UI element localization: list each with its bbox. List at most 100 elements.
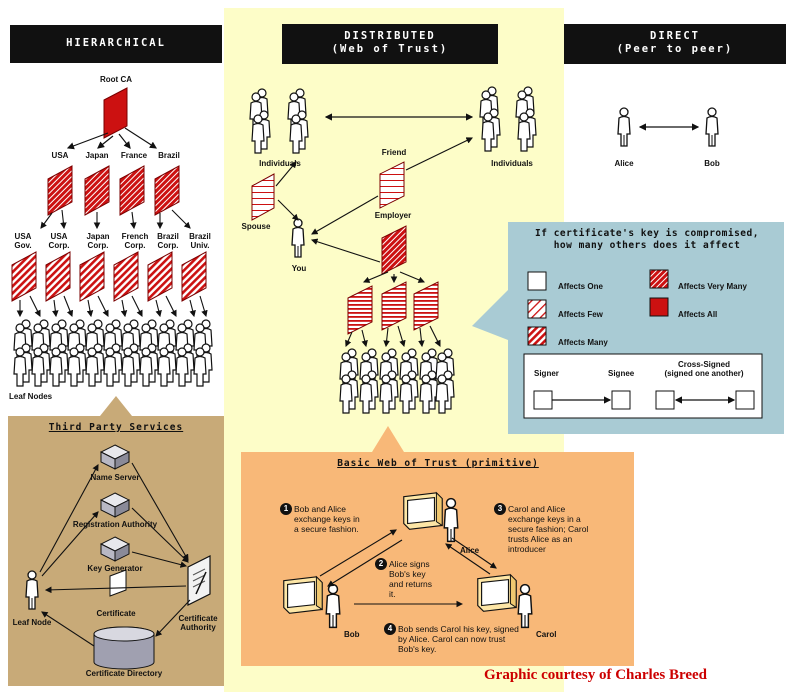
leaf-nodes-people — [13, 319, 213, 387]
basic-web-title: Basic Web of Trust (primitive) — [337, 458, 539, 469]
web-carol-label: Carol — [536, 630, 557, 639]
legend-title: If certificate's key is compromised, how… — [535, 228, 759, 251]
header-direct: DIRECT (Peer to peer) — [564, 24, 786, 64]
employees-people — [339, 348, 455, 414]
country-certificate — [84, 165, 110, 216]
header-hierarchical: HIERARCHICAL — [10, 25, 222, 63]
you-label: You — [291, 264, 307, 273]
certificate-icon — [109, 569, 127, 597]
individuals-left-label: Individuals — [259, 159, 301, 168]
root-ca-certificate — [103, 87, 128, 139]
country-label-japan: Japan — [85, 151, 109, 160]
step-1-badge: 1 — [280, 503, 292, 515]
header-distributed-line2: (Web of Trust) — [331, 43, 449, 55]
org-certificate — [11, 251, 37, 302]
employer-label: Employer — [374, 211, 412, 220]
country-label-brazil: Brazil — [158, 151, 180, 160]
legend-swatch-very-many — [649, 269, 669, 289]
third-party-graphics — [25, 444, 211, 670]
legend-signer: Signer — [534, 369, 559, 378]
legend-swatch-many — [527, 326, 547, 346]
individual-person — [481, 108, 501, 152]
registration-authority-label: Registration Authority — [72, 520, 158, 529]
employer-certificate — [381, 225, 407, 275]
individual-person — [251, 110, 271, 154]
distributed-graphics — [249, 86, 537, 452]
web-bob-label: Bob — [344, 630, 360, 639]
header-direct-line2: (Peer to peer) — [616, 43, 734, 55]
legend-signing-box — [523, 353, 763, 419]
country-certificate — [119, 165, 145, 216]
basic-web-panel — [241, 452, 634, 666]
org-certificate — [113, 251, 139, 302]
legend-graphics — [472, 269, 763, 419]
friend-certificate — [379, 161, 405, 209]
legend-affects-all: Affects All — [678, 310, 718, 319]
key-generator-icon — [100, 536, 130, 562]
legend-signee: Signee — [608, 369, 635, 378]
key-generator-label: Key Generator — [87, 564, 143, 573]
bob-computer-icon — [283, 576, 323, 614]
individual-person — [289, 110, 309, 154]
name-server-icon — [100, 444, 130, 470]
step-2-badge: 2 — [375, 558, 387, 570]
country-certificate — [154, 165, 180, 216]
credit-text: Graphic courtesy of Charles Breed — [484, 667, 708, 683]
bob-label: Bob — [704, 159, 720, 168]
spouse-certificate — [251, 173, 275, 221]
carol-computer-icon — [477, 574, 517, 612]
header-direct-line1: DIRECT — [650, 30, 700, 42]
legend-affects-few: Affects Few — [558, 310, 603, 319]
alice-label: Alice — [614, 159, 634, 168]
root-ca-label: Root CA — [100, 75, 132, 84]
leaf-nodes-label: Leaf Nodes — [9, 392, 53, 401]
org-certificate — [181, 251, 207, 302]
friend-label: Friend — [381, 148, 407, 157]
carol-web-person — [517, 583, 533, 629]
step-2-text: Alice signs Bob's key and returns it. — [389, 559, 432, 599]
legend-affects-many: Affects Many — [558, 338, 608, 347]
employee-certificate — [381, 281, 407, 331]
legend-swatch-few — [527, 299, 547, 319]
certificate-label: Certificate — [96, 609, 136, 618]
step-1-text: Bob and Alice exchange keys in a secure … — [294, 504, 360, 534]
header-distributed-line1: DISTRIBUTED — [344, 30, 436, 42]
certificate-directory-label: Certificate Directory — [85, 669, 163, 678]
certificate-authority-icon — [187, 555, 211, 606]
certificate-directory-icon — [93, 626, 155, 670]
hierarchical-tree — [11, 87, 213, 416]
legend-swatch-one — [527, 271, 547, 291]
alice-computer-icon — [403, 492, 443, 530]
basic-web-graphics — [283, 492, 533, 629]
individual-person — [517, 108, 537, 152]
alice-web-person — [443, 497, 459, 543]
name-server-label: Name Server — [90, 473, 140, 482]
legend-swatch-all — [649, 297, 669, 317]
header-distributed: DISTRIBUTED (Web of Trust) — [282, 24, 498, 64]
step-3-text: Carol and Alice exchange keys in a secur… — [508, 504, 589, 554]
individuals-right-label: Individuals — [491, 159, 533, 168]
legend-affects-very-many: Affects Very Many — [678, 282, 747, 291]
bob-person — [705, 107, 719, 147]
header-hierarchical-text: HIERARCHICAL — [66, 37, 166, 49]
spouse-label: Spouse — [241, 222, 271, 231]
legend-cross-signed: Cross-Signed (signed one another) — [664, 360, 744, 378]
org-certificate — [79, 251, 105, 302]
step-4-text: Bob sends Carol his key, signed by Alice… — [398, 624, 519, 654]
employee-certificate — [347, 285, 373, 335]
country-certificate — [47, 165, 73, 216]
leaf-node-person — [25, 570, 39, 610]
alice-person — [617, 107, 631, 147]
country-label-usa: USA — [51, 151, 69, 160]
step-3-badge: 3 — [494, 503, 506, 515]
legend-affects-one: Affects One — [558, 282, 603, 291]
